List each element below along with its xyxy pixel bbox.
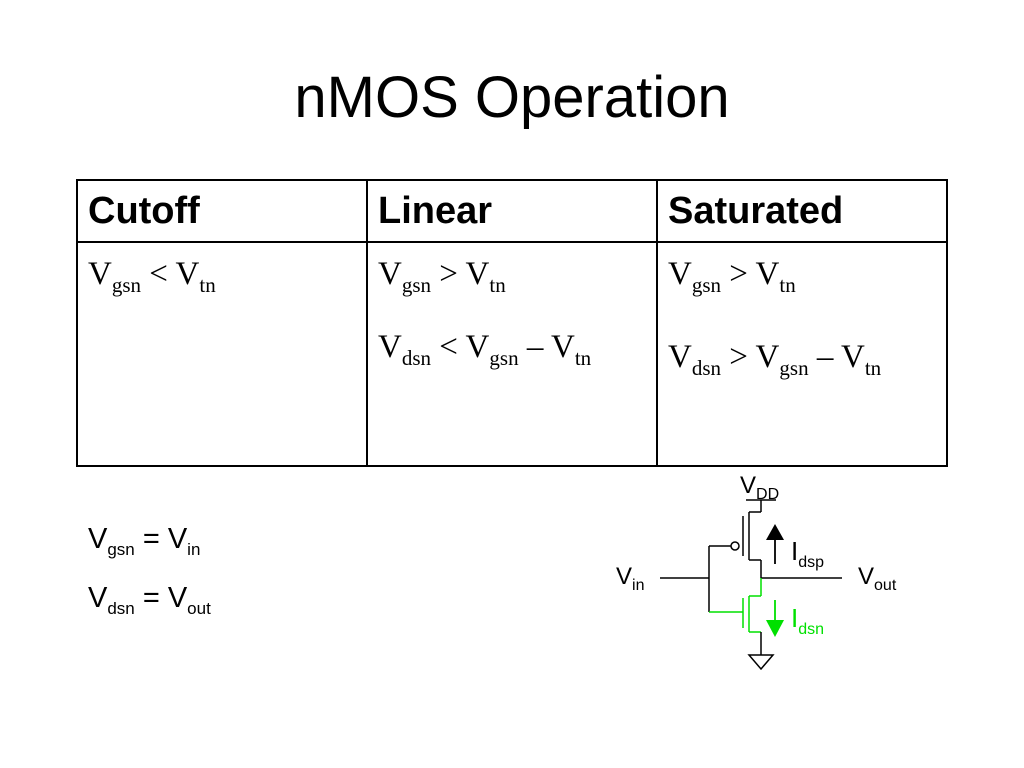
ground-symbol — [747, 632, 775, 671]
linear-condition-1: Vgsn > Vtn — [378, 256, 506, 297]
vdd-label: VDD — [740, 472, 779, 503]
linear-cell: Vgsn > Vtn Vdsn < Vgsn – Vtn — [366, 241, 658, 467]
saturated-condition-1: Vgsn > Vtn — [668, 256, 796, 297]
header-cutoff: Cutoff — [76, 179, 368, 243]
idsn-label: Idsn — [791, 603, 824, 638]
cutoff-cell: Vgsn < Vtn — [76, 241, 368, 467]
equation-vdsn: Vdsn = Vout — [88, 582, 211, 618]
nmos-transistor — [709, 578, 762, 633]
idsn-arrow-icon — [766, 600, 784, 637]
pmos-transistor — [708, 512, 762, 612]
saturated-cell: Vgsn > Vtn Vdsn > Vgsn – Vtn — [656, 241, 948, 467]
vdd-rail — [746, 499, 776, 513]
operation-regions-table: Cutoff Linear Saturated Vgsn < Vtn Vgsn … — [76, 179, 948, 467]
slide-title: nMOS Operation — [294, 65, 730, 130]
inverter-circuit-diagram: VDD Vin Vout Idsp Idsn — [616, 472, 897, 671]
linear-condition-2: Vdsn < Vgsn – Vtn — [378, 329, 592, 370]
header-linear: Linear — [366, 179, 658, 243]
header-saturated: Saturated — [656, 179, 948, 243]
saturated-condition-2: Vdsn > Vgsn – Vtn — [668, 339, 882, 380]
idsp-arrow-icon — [766, 524, 784, 564]
vout-label: Vout — [858, 563, 897, 594]
cutoff-condition: Vgsn < Vtn — [88, 256, 216, 297]
idsp-label: Idsp — [791, 536, 824, 571]
equation-vgsn: Vgsn = Vin — [88, 523, 201, 559]
vin-label: Vin — [616, 563, 644, 594]
